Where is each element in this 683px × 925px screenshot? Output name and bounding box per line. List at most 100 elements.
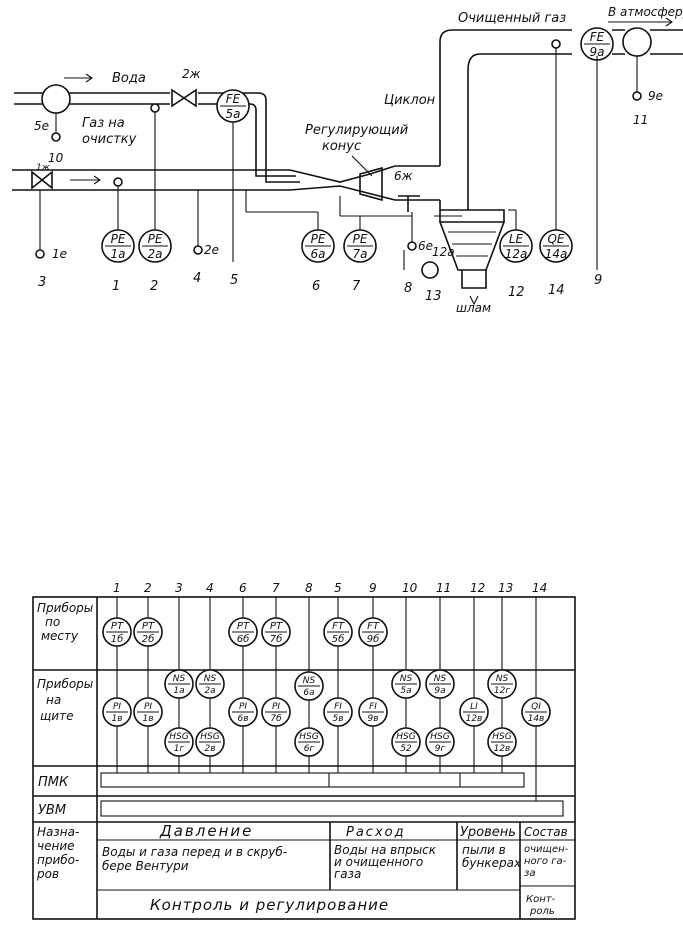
valve-2zh — [171, 88, 197, 108]
panel-instrument-15-tag: HSG — [396, 732, 415, 742]
scheme-instrument-5-tag: PE — [353, 232, 368, 246]
cyclone-body — [439, 29, 572, 222]
purpose-control-text: Контроль и регулирование — [150, 896, 389, 914]
panel-instrument-8-tag: PI — [272, 702, 280, 712]
panel-instrument-12-num: 9в — [367, 714, 378, 724]
scheme-instrument-8-num: 9а — [590, 45, 605, 59]
panel-instrument-6-num: 2в — [204, 744, 215, 754]
local-instrument-6-tag: FT — [367, 621, 380, 632]
panel-instrument-15: HSG 52 — [391, 727, 421, 757]
row-label-uvm: УВМ — [38, 803, 66, 818]
sensor-2e: 2е — [204, 243, 219, 257]
panel-instrument-1-num: 1в — [111, 714, 122, 724]
bunker-hatch — [448, 231, 496, 257]
reg-cone-label-1: Регулирующий — [305, 123, 408, 138]
regulating-cone — [359, 166, 383, 202]
scheme-instrument-8-tag: FE — [590, 30, 605, 44]
outlet-pipe — [612, 29, 683, 55]
gas-pipe — [12, 165, 440, 201]
panel-instrument-16-tag: HSG — [430, 732, 449, 742]
panel-instrument-2-tag: PI — [144, 702, 152, 712]
column-number-5: 5 — [334, 581, 342, 595]
local-instrument-4-num: 7б — [270, 633, 283, 645]
water-pipe — [14, 92, 267, 168]
loop-13: 13 — [425, 289, 442, 304]
row-label-pmk: ПМК — [38, 775, 69, 790]
scheme-instrument-1-num: 1а — [111, 247, 126, 261]
local-instrument-3-num: 6б — [237, 633, 250, 645]
scheme-instrument-6-num: 12а — [505, 247, 528, 261]
cyclone-label: Циклон — [384, 93, 436, 108]
panel-instrument-19-tag: HSG — [492, 732, 511, 742]
loop-4: 4 — [193, 271, 201, 286]
gas-flow-meter — [622, 27, 652, 57]
panel-instrument-17-num: 12в — [466, 714, 483, 724]
atmosphere-arrow — [608, 17, 673, 27]
panel-instrument-20-tag: QI — [531, 702, 541, 712]
panel-instrument-11-num: 5в — [332, 714, 343, 724]
injection-pipe — [255, 168, 300, 183]
scheme-instrument-2-num: 2а — [148, 247, 163, 261]
panel-instrument-4-num: 2а — [204, 686, 215, 696]
water-flow-arrow — [64, 73, 93, 83]
panel-instrument-13-num: 5а — [400, 686, 411, 696]
local-instrument-2-tag: PT — [142, 621, 155, 632]
loop-8: 8 — [404, 281, 412, 296]
uvm-bar — [100, 800, 564, 817]
panel-instrument-2: PI 1в — [133, 697, 163, 727]
loop-10: 10 — [48, 151, 64, 165]
valve-1zh — [31, 170, 53, 190]
scheme-instrument-6-tag: LE — [509, 232, 524, 246]
purpose-comp-head: Состав — [524, 825, 568, 839]
scheme-instrument-4-tag: PE — [311, 232, 326, 246]
gas-flow-arrow — [70, 175, 101, 185]
local-instrument-6-num: 9б — [367, 633, 380, 645]
local-instrument-5-tag: FT — [332, 621, 345, 632]
purpose-level-head: Уровень — [460, 825, 516, 840]
loop-9: 9 — [594, 273, 602, 288]
sludge-outlet — [461, 270, 487, 289]
column-number-9: 9 — [369, 581, 377, 595]
panel-instrument-2-num: 1в — [142, 714, 153, 724]
panel-instrument-3-tag: NS — [173, 674, 186, 684]
loop-12: 12 — [508, 285, 525, 300]
table-frame — [32, 596, 576, 920]
valve-2zh-label: 2ж — [182, 67, 201, 81]
loop-5: 5 — [230, 273, 238, 288]
valve-1zh-label: 1ж — [36, 163, 51, 173]
scheme-instrument-3-tag: FE — [226, 92, 241, 106]
panel-instrument-10-tag: HSG — [299, 732, 318, 742]
panel-instrument-15-num: 52 — [400, 744, 412, 754]
local-instrument-1-num: 1б — [111, 633, 124, 645]
column-number-13: 13 — [498, 581, 513, 595]
loop-6: 6 — [312, 279, 320, 294]
water-flow-sensor — [41, 84, 71, 114]
local-instrument-2-num: 2б — [142, 633, 155, 645]
gas-label-2: очистку — [82, 132, 137, 147]
panel-instrument-5-num: 1г — [174, 744, 185, 754]
sensor-5e: 5е — [34, 119, 49, 133]
valve-6zh-label: 6ж — [394, 169, 413, 183]
gas-label-1: Газ на — [82, 116, 125, 131]
